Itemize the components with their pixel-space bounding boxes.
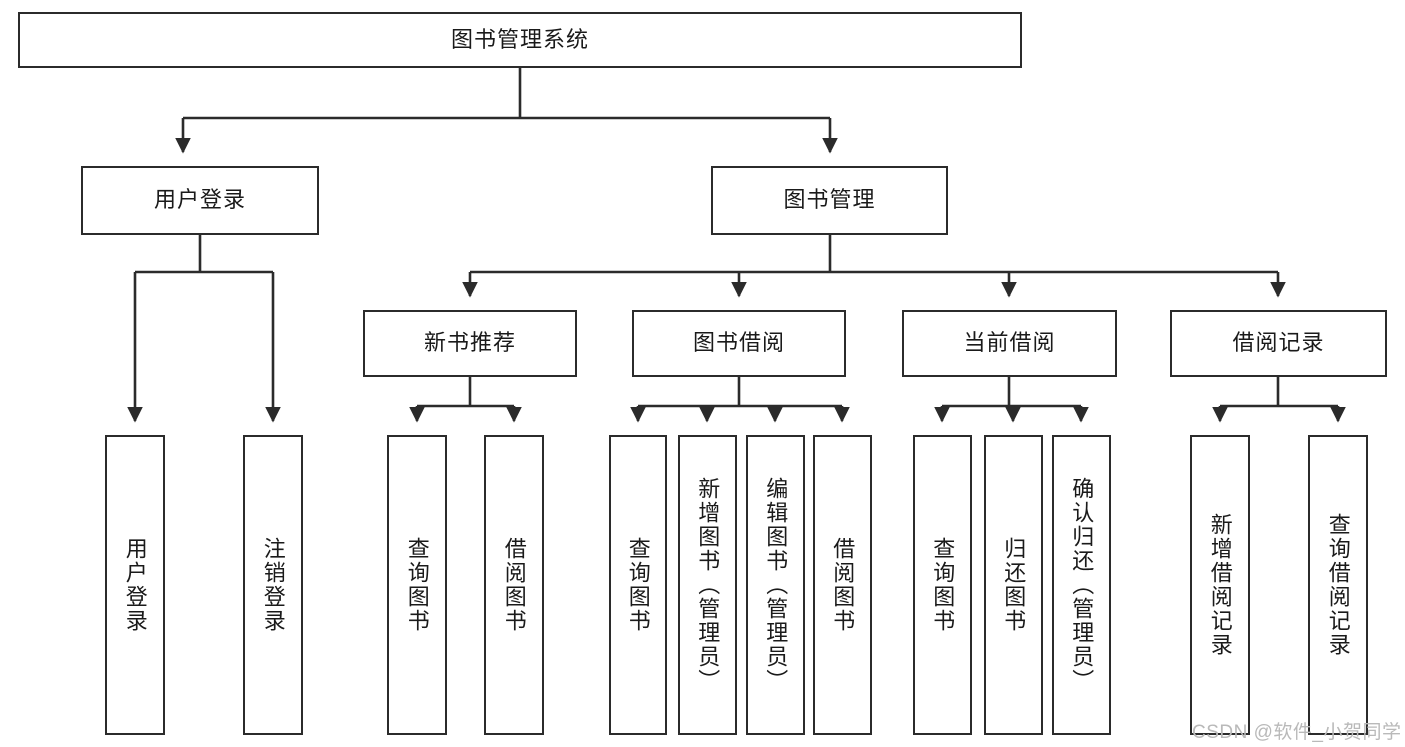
leaf-borrow-book-newbook-label: 借阅图书: [501, 537, 527, 633]
csdn-watermark: CSDN @软件_小贺同学: [1192, 722, 1402, 743]
leaf-confirm-return-admin[interactable]: 确认归还（管理员）: [1052, 435, 1111, 735]
leaf-query-book-current[interactable]: 查询图书: [913, 435, 972, 735]
node-book-borrow[interactable]: 图书借阅: [632, 310, 846, 377]
leaf-borrow-book-newbook[interactable]: 借阅图书: [484, 435, 544, 735]
leaf-query-book-current-label: 查询图书: [930, 537, 956, 633]
node-user-login-label: 用户登录: [153, 187, 246, 213]
node-user-login[interactable]: 用户登录: [81, 166, 319, 235]
leaf-edit-book-admin-label: 编辑图书（管理员）: [763, 477, 789, 693]
leaf-return-book[interactable]: 归还图书: [984, 435, 1043, 735]
leaf-borrow-book[interactable]: 借阅图书: [813, 435, 872, 735]
node-root-label: 图书管理系统: [450, 26, 589, 52]
node-book-borrow-label: 图书借阅: [692, 330, 785, 356]
leaf-edit-book-admin[interactable]: 编辑图书（管理员）: [746, 435, 805, 735]
leaf-user-login[interactable]: 用户登录: [105, 435, 165, 735]
leaf-query-borrow-record-label: 查询借阅记录: [1325, 513, 1351, 657]
node-new-book-recommend-label: 新书推荐: [423, 330, 516, 356]
leaf-logout-login[interactable]: 注销登录: [243, 435, 303, 735]
leaf-confirm-return-admin-label: 确认归还（管理员）: [1069, 477, 1095, 693]
leaf-query-borrow-record[interactable]: 查询借阅记录: [1308, 435, 1368, 735]
leaf-logout-login-label: 注销登录: [260, 537, 286, 633]
leaf-query-book-borrow[interactable]: 查询图书: [609, 435, 667, 735]
node-new-book-recommend[interactable]: 新书推荐: [363, 310, 577, 377]
node-current-borrow-label: 当前借阅: [963, 330, 1056, 356]
leaf-return-book-label: 归还图书: [1001, 537, 1027, 633]
leaf-borrow-book-label: 借阅图书: [830, 537, 856, 633]
leaf-user-login-label: 用户登录: [122, 537, 148, 633]
leaf-add-book-admin-label: 新增图书（管理员）: [695, 477, 721, 693]
leaf-add-borrow-record-label: 新增借阅记录: [1207, 513, 1233, 657]
leaf-query-book-borrow-label: 查询图书: [625, 537, 651, 633]
node-current-borrow[interactable]: 当前借阅: [902, 310, 1117, 377]
node-borrow-record[interactable]: 借阅记录: [1170, 310, 1387, 377]
leaf-add-book-admin[interactable]: 新增图书（管理员）: [678, 435, 737, 735]
leaf-add-borrow-record[interactable]: 新增借阅记录: [1190, 435, 1250, 735]
leaf-query-book-newbook[interactable]: 查询图书: [387, 435, 447, 735]
node-borrow-record-label: 借阅记录: [1232, 330, 1325, 356]
node-book-management[interactable]: 图书管理: [711, 166, 948, 235]
leaf-query-book-newbook-label: 查询图书: [404, 537, 430, 633]
node-book-management-label: 图书管理: [783, 187, 876, 213]
node-root[interactable]: 图书管理系统: [18, 12, 1022, 68]
